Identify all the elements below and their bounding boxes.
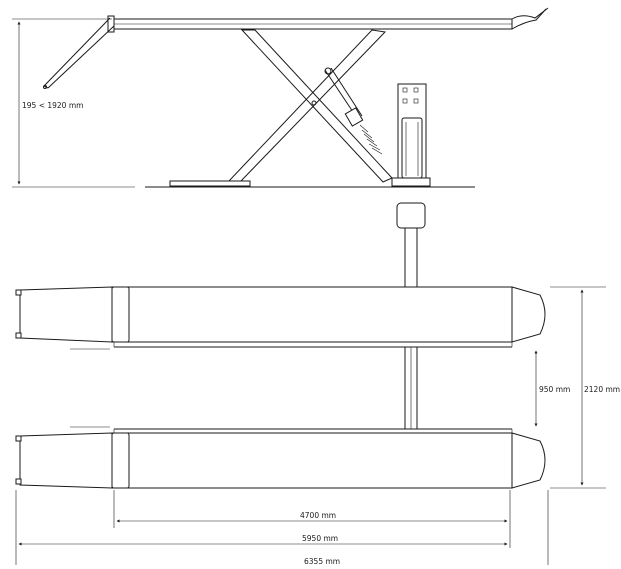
dim-height: 195 < 1920 mm: [12, 18, 135, 188]
dim-lengths: 4700 mm 5950 mm 6355 mm: [15, 490, 549, 566]
side-scissor-arms: [169, 29, 393, 187]
top-view: 2120 mm 950 mm 4700 mm 5950 mm 6355 mm: [15, 202, 620, 566]
dim-length-with-ramp-label: 5950 mm: [302, 534, 338, 543]
side-view: 195 < 1920 mm: [12, 7, 549, 188]
top-runway-upper: [15, 286, 546, 350]
dim-height-label: 195 < 1920 mm: [22, 101, 83, 110]
top-runway-lower: [15, 426, 546, 489]
side-platform: [107, 7, 549, 33]
dim-widths: 2120 mm 950 mm: [534, 286, 620, 489]
dim-platform-length-label: 4700 mm: [300, 511, 336, 520]
dim-inner-gap-label: 950 mm: [539, 385, 570, 394]
dim-total-length-label: 6355 mm: [304, 557, 340, 565]
control-unit: [391, 83, 431, 187]
side-front-ramp: [43, 17, 115, 89]
top-control-box: [396, 202, 426, 429]
dim-overall-width-label: 2120 mm: [584, 385, 620, 394]
